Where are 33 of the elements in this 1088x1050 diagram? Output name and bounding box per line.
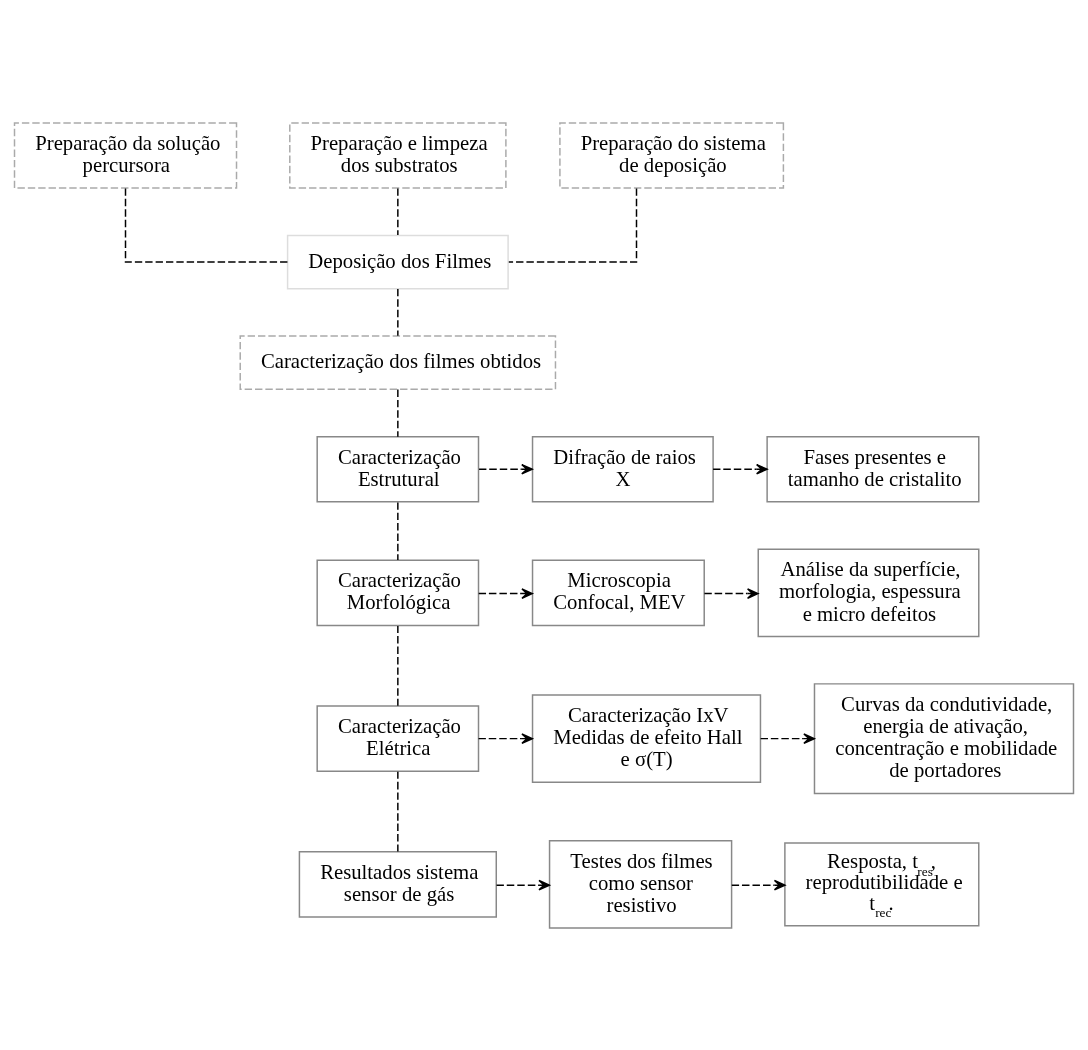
connector xyxy=(508,187,638,263)
arrow xyxy=(731,879,786,891)
node-box: Preparação e limpeza dos substratos xyxy=(289,121,507,189)
connector xyxy=(397,187,399,236)
node-box: Testes dos filmes como sensor resistivo xyxy=(548,839,733,929)
node-box: Fases presentes e tamanho de cristalito xyxy=(766,435,980,503)
node-box: Análise da superfície, morfologia, espessura e micro defeitos xyxy=(757,547,980,637)
node-box: Preparação da solução percursora xyxy=(13,121,238,189)
node-box: Resultados sistema sensor de gás xyxy=(298,850,497,918)
node-box: Caracterização Estrutural xyxy=(316,435,480,503)
node-box: Preparação do sistema de deposição xyxy=(559,121,785,189)
node-box: Caracterização IxV Medidas de efeito Hall e σ(T) xyxy=(531,693,762,783)
node-box: Difração de raios X xyxy=(531,435,714,503)
arrow xyxy=(478,463,533,475)
connector xyxy=(397,624,399,706)
node-box: Caracterização Morfológica xyxy=(316,559,480,626)
connector xyxy=(397,501,399,561)
connector xyxy=(397,770,399,852)
arrow xyxy=(712,463,768,475)
connector xyxy=(124,187,289,263)
node-box: Curvas da condutividade, energia de ativação, concentração e mobilidade de portadores xyxy=(813,682,1075,794)
node-box: Microscopia Confocal, MEV xyxy=(531,559,705,626)
node-box: Caracterização Elétrica xyxy=(316,704,480,772)
arrow xyxy=(477,732,534,744)
node-box: Deposição dos Filmes xyxy=(286,234,509,289)
arrow xyxy=(703,587,759,599)
connector xyxy=(397,388,399,437)
arrow xyxy=(759,732,815,744)
node-box: Resposta, t$_{res}$, reprodutibilidade e t$_{rec}$. xyxy=(784,841,980,927)
arrow xyxy=(495,879,551,891)
arrow xyxy=(477,587,534,599)
connector xyxy=(397,287,399,336)
node-box: Caracterização dos filmes obtidos xyxy=(239,334,557,390)
